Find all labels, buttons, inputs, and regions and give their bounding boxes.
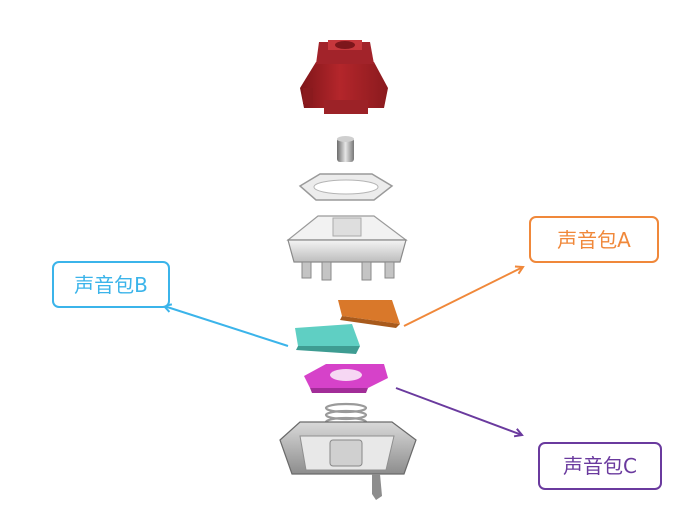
bottom-housing-part [279, 421, 417, 500]
clear-ring-part [298, 173, 394, 201]
arrow-a [403, 267, 523, 327]
sound-pack-b-part [295, 324, 360, 354]
arrow-b [164, 306, 289, 347]
sound-pack-a-label: 声音包A [529, 216, 659, 263]
top-housing-part [286, 215, 408, 281]
stem-part [300, 40, 388, 114]
sound-pack-c-label: 声音包C [538, 442, 662, 490]
metal-cylinder-part [337, 136, 354, 162]
sound-pack-b-label: 声音包B [52, 261, 170, 308]
sound-pack-c-part [304, 364, 388, 393]
sound-pack-a-part [338, 300, 400, 328]
arrow-c [395, 387, 522, 435]
